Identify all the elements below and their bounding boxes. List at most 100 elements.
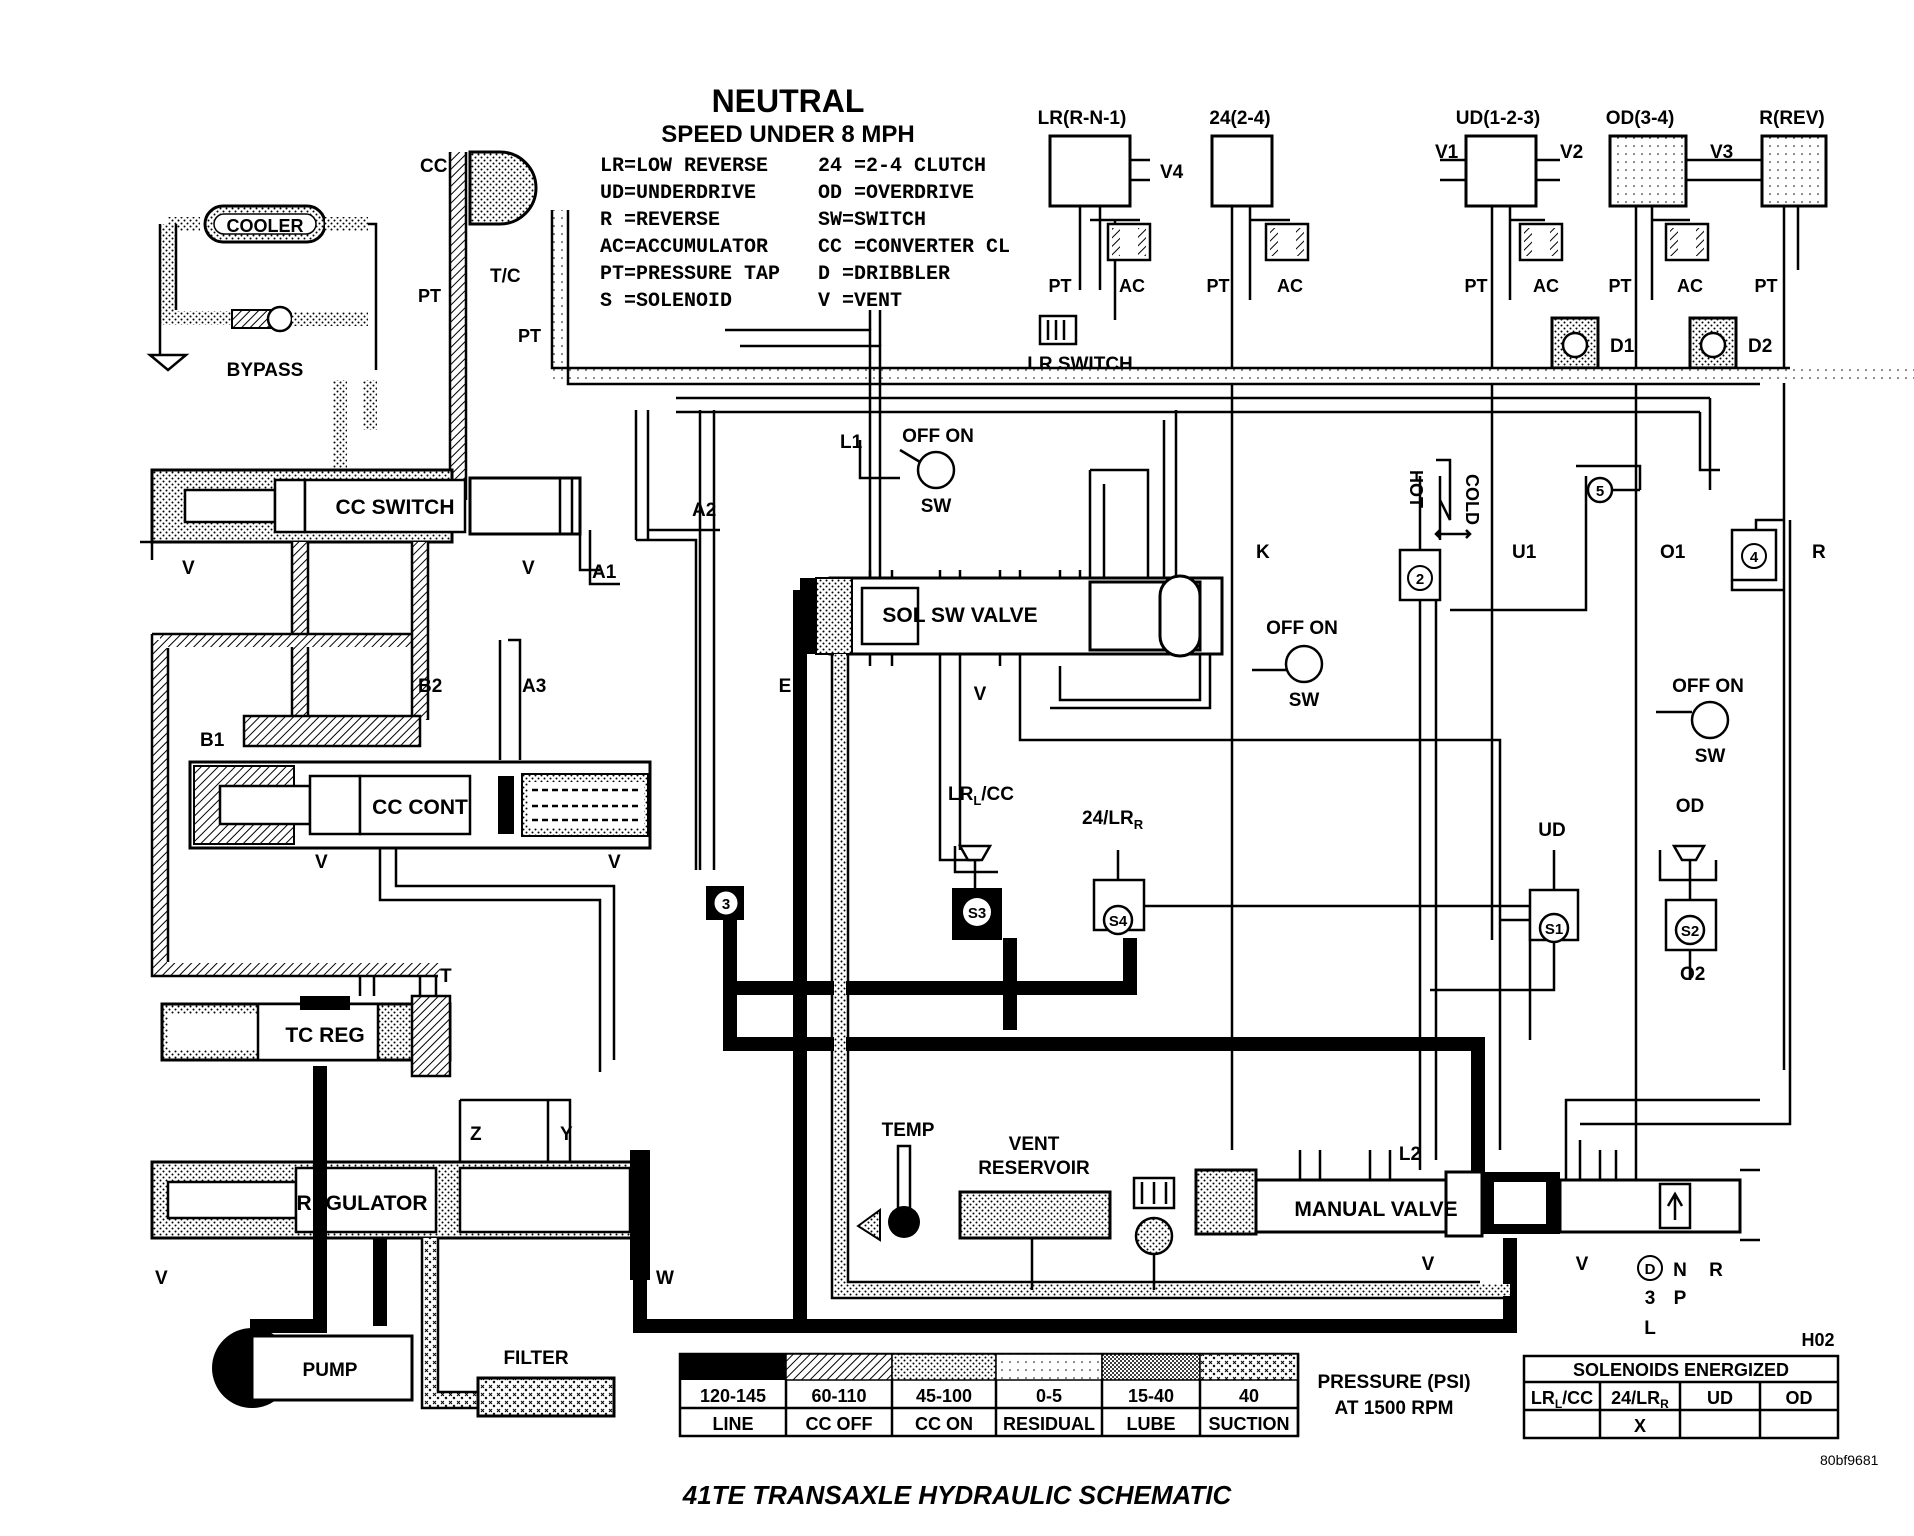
solenoid-table-header-od: OD [1786,1388,1813,1408]
manual-valve-label: MANUAL VALVE [1294,1198,1457,1221]
port-l2: L2 [1399,1144,1421,1165]
gear-l: L [1644,1318,1656,1339]
k-switch: K OFF ON SW [1252,542,1338,711]
port-o1: O1 [1660,542,1686,563]
legend-name-lube: LUBE [1127,1414,1176,1434]
legend-value-residual: 0-5 [1036,1386,1062,1406]
ud-clutch: V1 V2 PT AC [1435,134,1583,940]
port-o2: O2 [1680,964,1705,985]
regulator-vent: V [155,1268,168,1289]
port-a1: A1 [592,562,617,583]
orifice-4: 4 [1750,549,1759,566]
legend-value-ccon: 45-100 [916,1386,972,1406]
sol-lrcc-name: LRL/CC [948,784,1014,808]
od-ac-label: AC [1677,276,1703,296]
temp-label: TEMP [882,1120,935,1141]
port-a2: A2 [692,500,716,521]
port-e: E [779,676,792,697]
solenoid-table-header-ud: UD [1707,1388,1733,1408]
24-pt-label: PT [1206,276,1229,296]
sol-sw-valve: SOL SW VALVE V E [779,570,1224,705]
port-v2: V2 [1560,142,1583,163]
abbr-right-6: V =VENT [818,290,902,313]
abbr-right-2: OD =OVERDRIVE [818,182,974,205]
pump-label: PUMP [303,1360,358,1381]
abbr-right-4: CC =CONVERTER CL [818,236,1010,259]
sol-sw-valve-label: SOL SW VALVE [882,604,1037,627]
od-pt-label: PT [1608,276,1631,296]
solenoid-s1: UD S1 [1430,820,1580,992]
abbr-left-4: AC=ACCUMULATOR [600,236,768,259]
solenoid-table-code: H02 [1801,1330,1834,1350]
gear-selector: D N R 3 P L [1637,1255,1723,1339]
k-sw: SW [1289,690,1320,711]
gear-r: R [1709,1260,1723,1281]
lr-ac-label: AC [1119,276,1145,296]
port-v3: V3 [1710,142,1733,163]
legend-name-residual: RESIDUAL [1003,1414,1095,1434]
port-w: W [656,1268,674,1289]
legend-value-ccoff: 60-110 [811,1386,866,1406]
line-pressure-circuit [250,590,1560,1333]
vent-reservoir-line-1: VENT [1009,1134,1060,1155]
regulator-valve: REGULATOR V W Z Y [150,1098,674,1289]
abbr-right-1: 24 =2-4 CLUTCH [818,155,986,178]
solenoid-table-header-lrcc: LRL/CC [1531,1388,1593,1411]
torque-converter: CC T/C PT PT [418,150,1914,500]
cc-cont-vent-left: V [315,852,328,873]
figure-id: 80bf9681 [1820,1452,1879,1468]
s2-label: S2 [1681,923,1699,940]
legend-value-suction: 40 [1239,1386,1259,1406]
sol-od-name: OD [1676,796,1705,817]
l1-switch: L1 OFF ON SW [840,426,974,517]
cc-off-loop [153,633,440,977]
legend-value-line: 120-145 [700,1386,766,1406]
pressure-legend: 120-145 60-110 45-100 0-5 15-40 40 LINE … [678,1352,1471,1438]
solenoid-3: 3 [706,886,744,920]
abbr-right-3: SW=SWITCH [818,209,926,232]
legend-name-ccoff: CC OFF [806,1414,873,1434]
cc-label: CC [420,156,448,177]
port-d2: D2 [1748,336,1772,357]
solenoid-table-header-24lr: 24/LRR [1611,1388,1669,1411]
rev-pt-label: PT [1754,276,1777,296]
manual-valve: MANUAL VALVE L2 V V [1194,520,1792,1275]
cc-cont-vent-right: V [608,852,621,873]
sol-24lr-name: 24/LRR [1082,808,1144,832]
tc-reg-label: TC REG [285,1024,364,1047]
abbr-left-6: S =SOLENOID [600,290,732,313]
port-v4: V4 [1160,162,1184,183]
schematic-title: NEUTRAL [712,83,865,119]
solenoid-s2: OD S2 O2 [1658,796,1718,985]
o1-off-on: OFF ON [1672,676,1744,697]
abbr-left-1: LR=LOW REVERSE [600,155,768,178]
l1-sw: SW [921,496,952,517]
solenoids-energized-table: H02 SOLENOIDS ENERGIZED LRL/CC 24/LRR UD… [1522,1330,1840,1440]
24-clutch: PT AC [1206,134,1310,1150]
dribbler-d1: D1 [1550,316,1635,370]
cc-cont-label: CC CONT [372,796,468,819]
orifice-5-group: 5 [1450,464,1642,612]
port-z: Z [470,1124,482,1145]
schematic-subtitle: SPEED UNDER 8 MPH [661,121,914,148]
regulator-label: REGULATOR [296,1192,427,1215]
tc-pt-left: PT [418,286,441,306]
legend-caption-line-2: AT 1500 RPM [1335,1398,1454,1419]
abbr-left-5: PT=PRESSURE TAP [600,263,780,286]
manual-valve-vent-1: V [1422,1254,1435,1275]
abbr-left-3: R =REVERSE [600,209,720,232]
suction-line [423,1238,480,1407]
lr-pt-label: PT [1048,276,1071,296]
thermal-valve: HOT COLD 2 U1 [1398,458,1537,1170]
abbr-left-2: UD=UNDERDRIVE [600,182,756,205]
tc-regulator-valve: TC REG T [160,966,452,1078]
port-k: K [1256,542,1270,563]
gear-3: 3 [1645,1288,1656,1309]
port-b2: B2 [418,676,442,697]
hot-label: HOT [1406,470,1426,508]
legend-name-line: LINE [712,1414,753,1434]
s1-label: S1 [1545,921,1563,938]
gear-p: P [1674,1288,1687,1309]
vent-reservoir-line-2: RESERVOIR [978,1158,1090,1179]
cc-switch-vent: V [182,558,195,579]
